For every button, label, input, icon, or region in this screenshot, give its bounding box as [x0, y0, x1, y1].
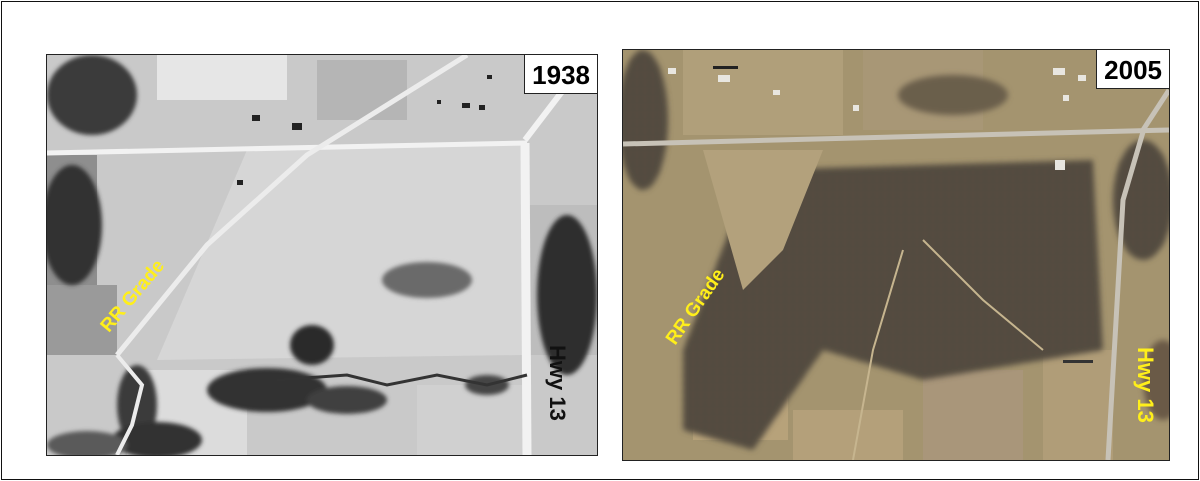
aerial-photo-1938: [47, 55, 597, 455]
year-label-1938: 1938: [524, 55, 597, 94]
aerial-map-2005: 2005 RR Grade Hwy 13: [622, 49, 1170, 461]
year-label-2005: 2005: [1096, 50, 1169, 89]
highway-label-1938: Hwy 13: [545, 345, 570, 421]
highway-label-2005: Hwy 13: [1133, 347, 1158, 423]
aerial-map-1938: 1938 RR Grade Hwy 13: [46, 54, 598, 456]
aerial-photo-2005: [623, 50, 1169, 460]
